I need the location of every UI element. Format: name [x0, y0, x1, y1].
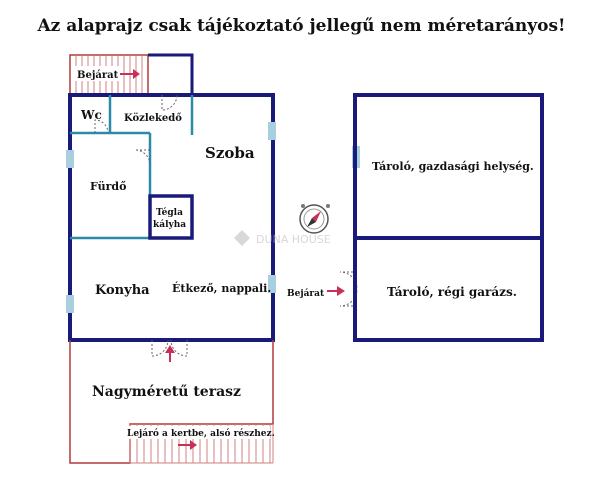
- room-konyha: Konyha: [95, 283, 150, 298]
- compass-icon: [299, 204, 330, 234]
- watermark-text: DUNA HOUSE: [256, 233, 331, 246]
- room-terasz: Nagyméretű terasz: [92, 384, 241, 400]
- stove-label-1: Tégla: [156, 207, 183, 218]
- room-wc: Wc: [80, 108, 102, 122]
- entrance-label-main: Bejárat: [77, 70, 119, 81]
- terrace: [69, 340, 274, 464]
- storage-building: [353, 93, 544, 342]
- entrance-arrows: [120, 69, 345, 450]
- room-furdo: Fürdő: [90, 180, 126, 193]
- room-szoba: Szoba: [205, 144, 255, 162]
- house-outline: [68, 93, 275, 342]
- watermark: DUNA HOUSE: [234, 230, 331, 246]
- page-title: Az alaprajz csak tájékoztató jellegű nem…: [37, 16, 566, 36]
- stove-label-2: kályha: [153, 219, 186, 230]
- room-etkezo: Étkező, nappali.: [172, 281, 271, 295]
- entrance-label-side: Bejárat: [287, 288, 325, 299]
- garden-access-label: Lejáró a kertbe, alsó részhez.: [127, 428, 275, 439]
- room-tarolo-1: Tároló, gazdasági helység.: [372, 160, 534, 173]
- room-kozlekedo: Közlekedő: [124, 113, 182, 124]
- brick-stove: [148, 194, 194, 240]
- room-tarolo-2: Tároló, régi garázs.: [387, 285, 517, 299]
